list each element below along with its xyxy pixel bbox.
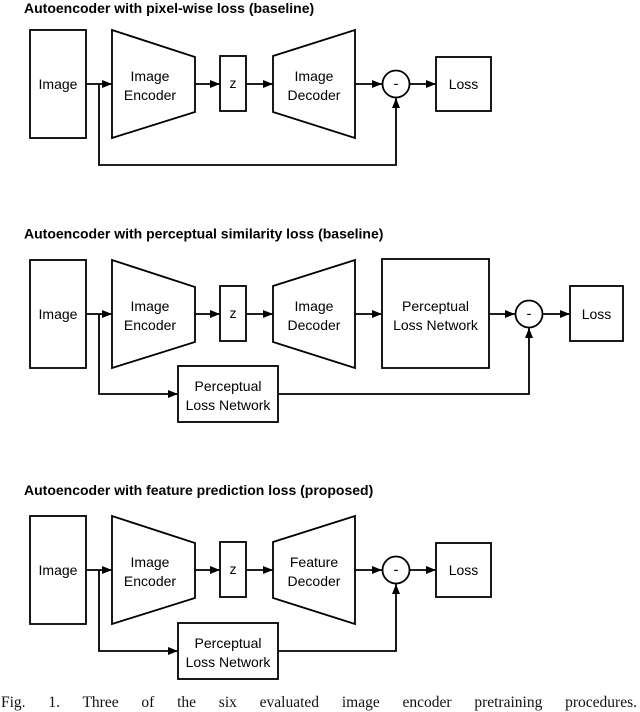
latent-z-label: z — [230, 561, 237, 577]
skip-connection-to-perceptual — [98, 570, 178, 655]
perceptual-to-subtract-connection — [278, 584, 400, 652]
subtract-label: - — [527, 306, 532, 323]
image-label: Image — [39, 76, 78, 92]
feature-decoder-trapezoid — [272, 514, 356, 626]
diagram-title: Autoencoder with feature prediction loss… — [24, 482, 373, 498]
skip-connection-to-perceptual — [98, 314, 178, 398]
diagram-perceptual-similarity-loss: Autoencoder with perceptual similarity l… — [24, 226, 624, 423]
loss-box — [569, 285, 624, 342]
figure-caption: Fig. 1. Three of the six evaluated image… — [1, 694, 637, 711]
diagram-title: Autoencoder with pixel-wise loss (baseli… — [24, 0, 314, 16]
image-label: Image — [39, 306, 78, 322]
latent-z-box — [219, 285, 247, 342]
subtract-node — [381, 69, 411, 99]
image-encoder-trapezoid — [111, 514, 196, 626]
skip-connection — [98, 84, 400, 166]
subtract-node — [381, 555, 411, 585]
loss-label: Loss — [582, 306, 612, 322]
loss-label: Loss — [449, 562, 479, 578]
image-encoder-trapezoid — [111, 258, 196, 370]
image-decoder-trapezoid — [272, 28, 356, 140]
latent-z-box — [219, 55, 247, 112]
image-decoder-trapezoid — [272, 258, 356, 370]
image-encoder-trapezoid — [111, 28, 196, 140]
loss-box — [435, 56, 492, 112]
diagram-feature-prediction-loss: Autoencoder with feature prediction loss… — [24, 482, 492, 680]
perceptual-loss-network-bottom-box — [177, 622, 279, 680]
diagram-title: Autoencoder with perceptual similarity l… — [24, 226, 383, 242]
perceptual-to-subtract-connection — [278, 328, 533, 395]
perceptual-loss-network-top-box — [381, 258, 490, 369]
subtract-label: - — [394, 562, 399, 579]
image-box — [29, 259, 87, 369]
loss-box — [435, 542, 492, 598]
latent-z-label: z — [230, 305, 237, 321]
loss-label: Loss — [449, 76, 479, 92]
figure-diagram-canvas: Autoencoder with pixel-wise loss (baseli… — [24, 0, 624, 680]
diagram-pixel-wise-loss: Autoencoder with pixel-wise loss (baseli… — [24, 0, 492, 166]
image-box — [29, 515, 87, 625]
subtract-node — [514, 299, 544, 329]
latent-z-box — [219, 541, 247, 598]
image-label: Image — [39, 562, 78, 578]
subtract-label: - — [394, 76, 399, 93]
perceptual-loss-network-bottom-box — [177, 365, 279, 423]
latent-z-label: z — [230, 75, 237, 91]
